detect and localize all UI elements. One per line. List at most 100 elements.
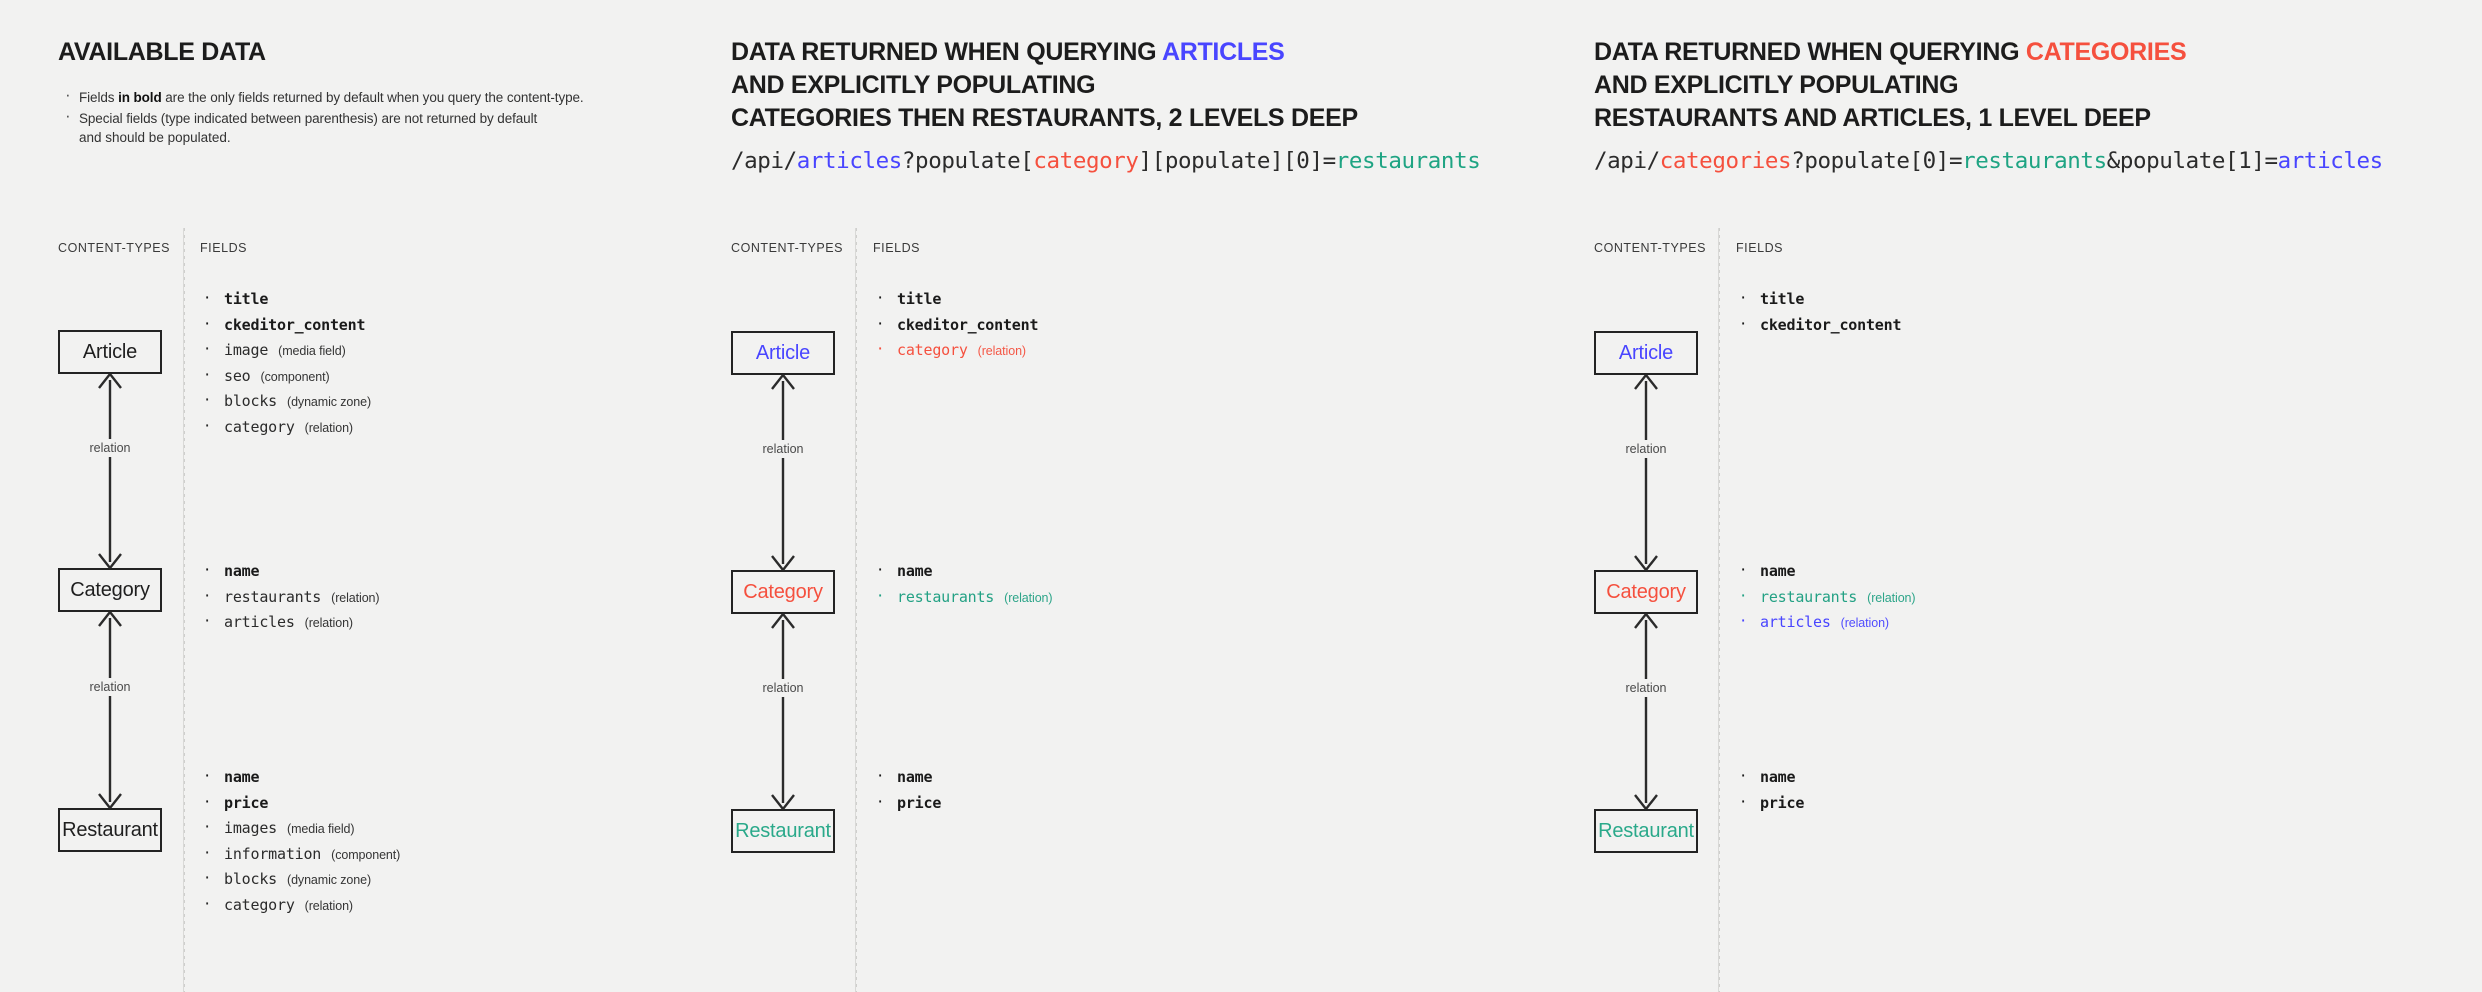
legend-item: Fields in bold are the only fields retur… [62, 85, 662, 107]
field-row: category(relation) [200, 413, 371, 444]
relation-connector: relation [85, 373, 135, 569]
field-list-restaurant: namepriceimages(media field)information(… [200, 763, 400, 922]
field-row: name [1736, 557, 1915, 588]
field-row: name [873, 763, 941, 794]
text-run: AND EXPLICITLY POPULATING [731, 71, 1096, 99]
field-type: (relation) [1004, 590, 1053, 605]
text-run: category [1033, 148, 1139, 174]
panel-available-data: AVAILABLE DATA Fields in bold are the on… [0, 0, 840, 992]
field-type: (relation) [331, 590, 380, 605]
field-row: name [200, 763, 400, 794]
relation-label: relation [1621, 679, 1671, 697]
column-label-fields: FIELDS [873, 241, 921, 255]
field-type: (relation) [977, 344, 1026, 359]
field-row: blocks(dynamic zone) [200, 387, 372, 418]
relation-connector: relation [1621, 613, 1671, 810]
panel-title: AVAILABLE DATA [58, 36, 266, 69]
entity-box-category[interactable]: Category [1594, 570, 1698, 614]
column-label-fields: FIELDS [200, 241, 248, 255]
field-name: title [1760, 290, 1805, 308]
field-name: images [224, 819, 277, 838]
relation-label: relation [758, 440, 808, 458]
relation-label: relation [758, 679, 808, 697]
relation-connector: relation [758, 613, 808, 810]
column-label-content-types: CONTENT-TYPES [731, 241, 844, 255]
legend-text-prefix: Fields [79, 90, 119, 105]
field-name: restaurants [1760, 587, 1858, 606]
field-name: articles [224, 613, 295, 632]
entity-box-article[interactable]: Article [731, 331, 835, 375]
text-run: ?populate[0]= [1791, 148, 1963, 174]
field-name: title [224, 290, 269, 308]
field-list-category: namerestaurants(relation) [873, 557, 1053, 613]
field-row: category(relation) [200, 891, 400, 922]
field-type: (dynamic zone) [287, 395, 372, 410]
field-name: price [897, 793, 942, 812]
field-type: (relation) [1840, 616, 1889, 631]
field-name: blocks [224, 870, 277, 889]
field-name: price [224, 793, 269, 812]
legend-text-line2: and should be populated. [79, 130, 231, 145]
column-divider-dotted [184, 228, 185, 992]
text-run: restaurants [1962, 148, 2107, 174]
text-run: /api/ [731, 148, 797, 174]
field-row: name [200, 557, 379, 588]
field-name: information [224, 844, 322, 863]
field-name: restaurants [224, 587, 322, 606]
field-row: category (relation) [873, 336, 1038, 367]
panel-divider [183, 228, 184, 992]
field-list-restaurant: nameprice [873, 763, 942, 819]
entity-box-article[interactable]: Article [58, 330, 162, 374]
field-name: name [897, 562, 933, 580]
field-list-restaurant: name price [1736, 763, 1805, 819]
field-type: (relation) [304, 898, 353, 913]
text-run: restaurants [1335, 148, 1481, 174]
field-row: images(media field) [200, 814, 400, 845]
field-name: price [1760, 793, 1805, 812]
field-row: title [200, 285, 371, 316]
field-type: (relation) [304, 616, 353, 631]
text-run: &populate[1]= [2106, 148, 2278, 174]
column-divider-dotted [856, 228, 857, 992]
field-name: name [1760, 562, 1796, 580]
field-type: (dynamic zone) [287, 873, 372, 888]
column-label-fields: FIELDS [1736, 241, 1784, 255]
field-row: ckeditor_content [200, 311, 371, 342]
api-url[interactable]: /api/articles?populate[category][populat… [731, 148, 1481, 174]
api-url[interactable]: /api/categories?populate[0]=restaurants&… [1594, 148, 2383, 174]
entity-box-article[interactable]: Article [1594, 331, 1698, 375]
field-list-article: titleckeditor_contentcategory(relation) [873, 285, 1038, 367]
panel-divider [1718, 228, 1719, 992]
field-row: articles (relation) [200, 608, 379, 639]
entity-box-restaurant[interactable]: Restaurant [1594, 809, 1698, 853]
entity-box-category[interactable]: Category [731, 570, 835, 614]
field-type: (media field) [278, 344, 346, 359]
field-type: (relation) [304, 420, 353, 435]
text-run: ][populate][0]= [1138, 148, 1337, 174]
panel-divider [855, 228, 856, 992]
field-name: articles [1760, 613, 1831, 632]
field-name: category [897, 341, 968, 360]
field-row: title [1736, 285, 1901, 316]
field-name: seo [224, 366, 251, 385]
field-row: ckeditor_content [1736, 311, 1901, 342]
legend-text-suffix: are the only fields returned by default … [161, 90, 584, 105]
text-run: CATEGORIES THEN RESTAURANTS, 2 LEVELS DE… [731, 104, 1358, 132]
entity-box-restaurant[interactable]: Restaurant [58, 808, 162, 852]
entity-box-restaurant[interactable]: Restaurant [731, 809, 835, 853]
entity-box-category[interactable]: Category [58, 568, 162, 612]
field-row: name [1736, 763, 1804, 794]
field-type: (component) [260, 369, 330, 384]
legend-text-bold: in bold [118, 90, 162, 105]
text-run: ?populate[ [901, 148, 1034, 174]
field-name: name [224, 768, 260, 786]
field-row: information(component) [200, 840, 400, 871]
field-list-category: namerestaurants(relation)articles(relati… [1736, 557, 1916, 639]
text-run: AND EXPLICITLY POPULATING [1594, 71, 1959, 99]
field-list-category: namerestaurants (relation) articles (relati… [200, 557, 380, 639]
field-name: name [1760, 768, 1796, 786]
text-run: CATEGORIES [2025, 38, 2187, 66]
field-row: seo (component) [200, 362, 371, 393]
